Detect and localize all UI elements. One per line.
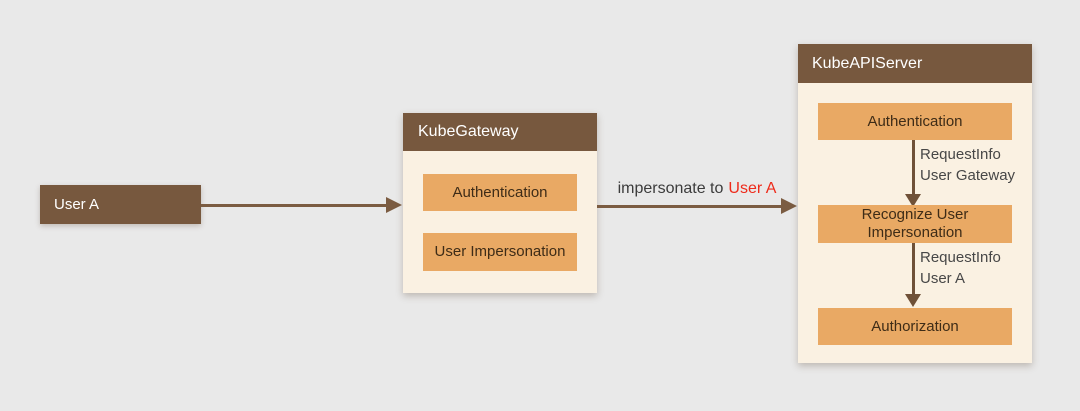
user-a-node: User A bbox=[40, 185, 201, 224]
apiserver-step-recognize-user-impersonation: Recognize User Impersonation bbox=[818, 205, 1012, 243]
kubegateway-title: KubeGateway bbox=[403, 113, 597, 151]
kubeapiserver-body: Authentication RequestInfo User Gateway … bbox=[798, 83, 1032, 363]
arrow-line bbox=[912, 140, 915, 195]
kubeapiserver-title: KubeAPIServer bbox=[798, 44, 1032, 83]
apiserver-step-authorization: Authorization bbox=[818, 308, 1012, 345]
kubeapiserver-panel: KubeAPIServer Authentication RequestInfo… bbox=[798, 44, 1032, 363]
arrow-head-icon bbox=[905, 294, 921, 307]
arrow-head-icon bbox=[781, 198, 797, 214]
arrow-head-icon bbox=[386, 197, 402, 213]
impersonate-text: impersonate to bbox=[617, 180, 724, 197]
arrow-line bbox=[201, 204, 387, 207]
apiserver-step-authentication: Authentication bbox=[818, 103, 1012, 140]
gateway-step-user-impersonation: User Impersonation bbox=[423, 233, 577, 271]
kubegateway-body: Authentication User Impersonation bbox=[403, 151, 597, 293]
requestinfo-label-2: RequestInfo bbox=[920, 249, 1001, 266]
arrow-head-icon bbox=[905, 194, 921, 207]
user-a-label: User A bbox=[54, 196, 100, 213]
requestinfo-label-1: RequestInfo bbox=[920, 146, 1001, 163]
gateway-step-authentication: Authentication bbox=[423, 174, 577, 211]
arrow-line bbox=[912, 243, 915, 295]
kubegateway-panel: KubeGateway Authentication User Imperson… bbox=[403, 113, 597, 293]
user-a-edge-label: User A bbox=[920, 270, 966, 287]
arrow-line bbox=[597, 205, 781, 208]
impersonate-user: User A bbox=[728, 180, 777, 197]
user-gateway-label: User Gateway bbox=[920, 167, 1016, 184]
